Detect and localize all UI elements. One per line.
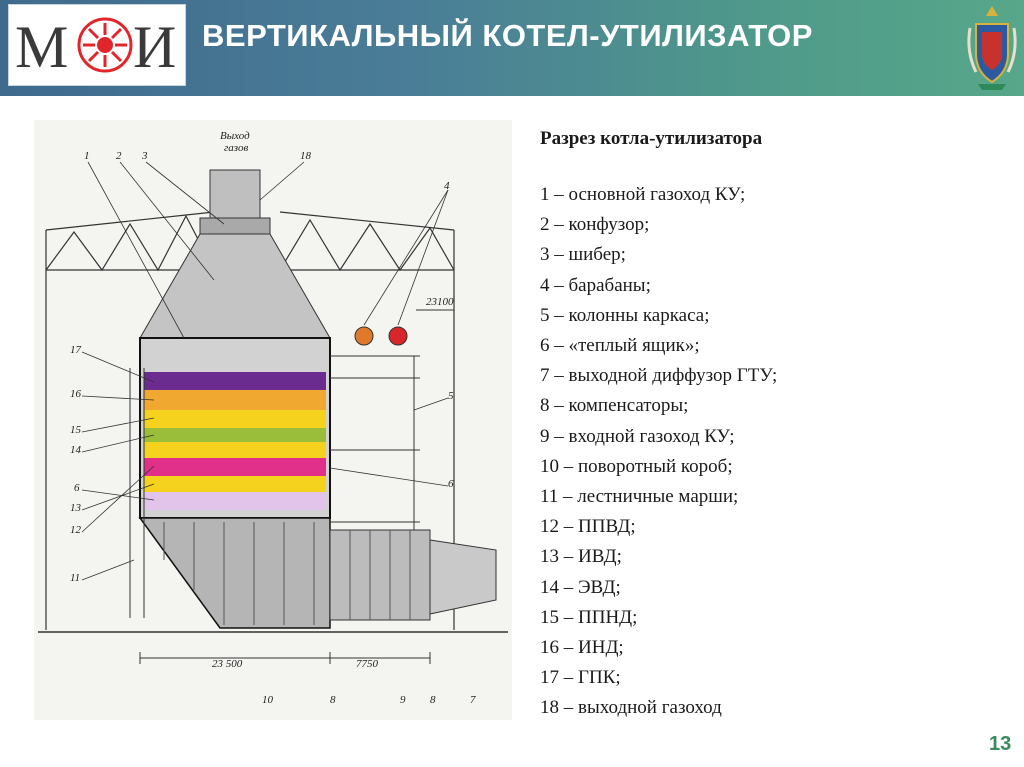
coat-of-arms-icon [967, 6, 1017, 90]
surface-ivd [144, 458, 326, 476]
dimension-lines [139, 309, 454, 664]
surface-ppnd [144, 410, 326, 428]
gtu-diffuser [429, 539, 497, 615]
callout-5: 5 [448, 390, 454, 402]
legend-item: 16 – ИНД; [540, 637, 624, 659]
logo-letter-i: И [133, 14, 176, 80]
turning-box-ribs [163, 522, 315, 625]
inlet-duct-ribs [349, 530, 411, 620]
callout-18: 18 [300, 150, 311, 162]
legend-item: 3 – шибер; [540, 244, 626, 266]
damper [199, 217, 271, 235]
callout-12: 12 [70, 524, 81, 536]
callout-2: 2 [116, 150, 122, 162]
legend-item: 2 – конфузор; [540, 214, 650, 236]
legend-item: 4 – барабаны; [540, 274, 651, 296]
callout-15: 15 [70, 424, 81, 436]
surface-evd-2 [144, 442, 326, 458]
callout-7: 7 [470, 694, 476, 706]
legend-item: 12 – ППВД; [540, 516, 636, 538]
legend-item: 9 – входной газоход КУ; [540, 425, 735, 447]
label-dim-left: 23 500 [212, 658, 243, 670]
drum-right [388, 326, 408, 346]
label-exit-line2: газов [224, 142, 249, 154]
mei-logo: М И [8, 4, 186, 86]
callout-leaders [81, 161, 449, 581]
legend-item: 1 – основной газоход КУ; [540, 184, 746, 205]
legend-item: 10 – поворотный короб; [540, 455, 733, 477]
callout-17: 17 [70, 344, 81, 356]
legend-item: 6 – «теплый ящик»; [540, 335, 700, 357]
legend-panel: Разрез котла-утилизатора 1 – основной га… [540, 128, 1000, 724]
callout-8-right: 8 [430, 694, 436, 706]
legend-item: 14 – ЭВД; [540, 576, 621, 598]
legend-item: 18 – выходной газоход [540, 697, 722, 719]
legend-item: 17 – ГПК; [540, 667, 621, 689]
surface-gpk [144, 372, 326, 390]
label-dim-right: 7750 [356, 658, 378, 670]
legend-title: Разрез котла-утилизатора [540, 128, 763, 149]
callout-16: 16 [70, 388, 81, 400]
callout-13: 13 [70, 502, 81, 514]
callout-14: 14 [70, 444, 81, 456]
surface-ppvd [144, 476, 326, 492]
surface-ind [144, 390, 326, 410]
callout-6-left: 6 [74, 482, 80, 494]
callout-9: 9 [400, 694, 406, 706]
legend-item: 8 – компенсаторы; [540, 395, 689, 417]
callout-3: 3 [142, 150, 148, 162]
legend-item: 5 – колонны каркаса; [540, 304, 710, 326]
legend-item: 7 – выходной диффузор ГТУ; [540, 365, 778, 387]
callout-11: 11 [70, 572, 81, 584]
boiler-section-diagram: Выход газов 23100 23 500 7750 1 2 3 18 4… [34, 120, 512, 720]
inlet-gas-duct [329, 529, 431, 621]
surface-evd [144, 428, 326, 442]
header-bar: М И ВЕРТИКАЛЬНЫЙ КОТЕЛ-УТИЛИЗАТОР [0, 0, 1024, 96]
legend-item: 15 – ППНД; [540, 606, 638, 628]
logo-letter-m: М [15, 14, 68, 80]
page-number: 13 [989, 733, 1012, 755]
legend-item: 11 – лестничные марши; [540, 486, 739, 508]
label-exit-line1: Выход [220, 130, 250, 142]
drum-left [354, 326, 374, 346]
slide-title: ВЕРТИКАЛЬНЫЙ КОТЕЛ-УТИЛИЗАТОР [202, 18, 813, 53]
callout-10: 10 [262, 694, 273, 706]
callout-8-mid: 8 [330, 694, 336, 706]
boiler-drawing [38, 161, 508, 664]
warm-box [144, 492, 326, 510]
turning-box [138, 517, 331, 629]
callout-1: 1 [84, 150, 90, 162]
callout-6-right: 6 [448, 478, 454, 490]
legend-item: 13 – ИВД; [540, 546, 622, 568]
callout-4: 4 [444, 180, 450, 192]
logo-sun-icon [77, 17, 133, 73]
label-elevation: 23100 [426, 296, 454, 308]
